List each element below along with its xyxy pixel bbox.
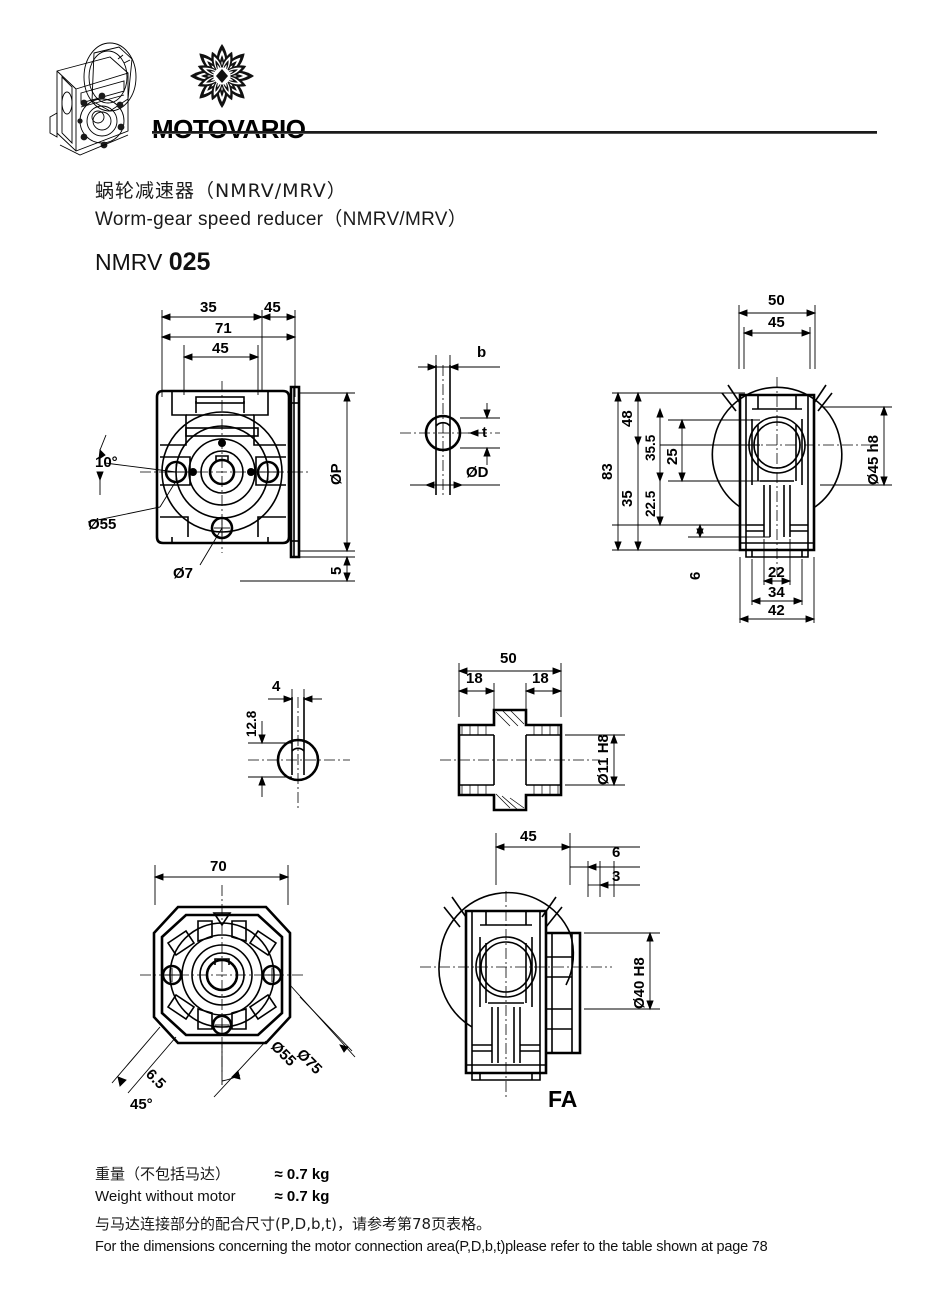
- dim-side-dia-45-h8: Ø45 h8: [865, 435, 882, 485]
- dim-flange-dia-75: Ø75: [293, 1046, 325, 1078]
- model-number: 025: [168, 248, 211, 276]
- shaft-end-detail-view: 4 12.8: [244, 678, 350, 810]
- dim-flange-6-5: 6.5: [142, 1066, 169, 1093]
- motovario-rosette-icon: [190, 44, 254, 108]
- dim-side-35-5: 35.5: [643, 434, 658, 461]
- dim-front-45-inner: 45: [212, 340, 229, 357]
- weight-value-cn: ≈ 0.7 kg: [274, 1166, 330, 1183]
- dim-front-dia-7: Ø7: [173, 565, 193, 582]
- page-footer: 重量（不包括马达） ≈ 0.7 kg Weight without motor …: [95, 1163, 895, 1263]
- connection-note-cn: 与马达连接部分的配合尺寸(P,D,b,t)，请参考第78页表格。: [95, 1215, 492, 1233]
- dim-flange-70: 70: [210, 858, 227, 875]
- header-rule: [152, 131, 877, 134]
- model-prefix: NMRV: [95, 249, 163, 275]
- hollow-shaft-section-view: 50 18 18: [440, 650, 625, 812]
- dim-side-22: 22: [768, 564, 785, 581]
- model-heading: NMRV 025: [95, 248, 210, 277]
- dim-fa-3: 3: [612, 868, 620, 885]
- dim-side-50: 50: [768, 292, 785, 309]
- dim-side-34: 34: [768, 584, 785, 601]
- note-row-en: For the dimensions concerning the motor …: [95, 1238, 895, 1263]
- dim-front-71: 71: [215, 320, 232, 337]
- dim-keyway-t: t: [482, 424, 487, 441]
- page-title-en: Worm-gear speed reducer（NMRV/MRV）: [95, 209, 468, 230]
- dim-fa-6: 6: [612, 844, 620, 861]
- note-row-cn: 与马达连接部分的配合尺寸(P,D,b,t)，请参考第78页表格。: [95, 1213, 895, 1238]
- dim-front-dia-55: Ø55: [88, 516, 116, 533]
- dim-hollow-18-a: 18: [466, 670, 483, 687]
- front-view: 35 45 71 45: [87, 299, 355, 583]
- dim-front-angle-10: 10°: [95, 454, 118, 471]
- fa-variant-view: 45 6 3: [420, 828, 660, 1112]
- dim-flange-45deg: 45°: [130, 1096, 153, 1113]
- product-photo: [49, 42, 137, 156]
- dim-keyway-b: b: [477, 344, 486, 361]
- flange-face-view: 70: [111, 858, 356, 1113]
- dim-front-45-top: 45: [264, 299, 281, 316]
- dim-hollow-50: 50: [500, 650, 517, 667]
- dim-side-45: 45: [768, 314, 785, 331]
- brand-logo: MOTOVARIO: [152, 40, 492, 142]
- drawing-area: 35 45 71 45: [0, 285, 950, 1140]
- dim-front-35: 35: [200, 299, 217, 316]
- page-title-cn: 蜗轮减速器（NMRV/MRV）: [95, 180, 347, 202]
- dim-side-48: 48: [619, 410, 636, 427]
- dim-shaft-4: 4: [272, 678, 281, 695]
- dim-hollow-18-b: 18: [532, 670, 549, 687]
- dim-front-dia-P: ØP: [328, 463, 345, 485]
- side-section-view: 50 45: [599, 292, 892, 623]
- dim-fa-dia-40-H8: Ø40 H8: [631, 957, 648, 1009]
- dim-side-6: 6: [687, 572, 704, 580]
- dim-side-42: 42: [768, 602, 785, 619]
- keyway-detail-view: b t ØD: [400, 344, 500, 495]
- dim-side-22-5: 22.5: [643, 490, 658, 517]
- weight-row-cn: 重量（不包括马达） ≈ 0.7 kg: [95, 1163, 895, 1188]
- dim-flange-dia-55: Ø55: [267, 1038, 299, 1070]
- dim-hollow-dia-11-H8: Ø11 H8: [595, 734, 612, 785]
- weight-label-en: Weight without motor: [95, 1188, 236, 1205]
- weight-label-cn: 重量（不包括马达）: [95, 1165, 231, 1183]
- page-header: MOTOVARIO: [0, 0, 950, 156]
- connection-note-en: For the dimensions concerning the motor …: [95, 1239, 768, 1255]
- dim-side-83: 83: [599, 463, 616, 480]
- fa-label: FA: [548, 1086, 577, 1112]
- dim-fa-45: 45: [520, 828, 537, 845]
- dim-front-5: 5: [328, 567, 345, 575]
- dim-side-25: 25: [664, 448, 681, 465]
- dim-keyway-dia-D: ØD: [466, 464, 489, 481]
- weight-row-en: Weight without motor ≈ 0.7 kg: [95, 1188, 895, 1213]
- dim-shaft-12-8: 12.8: [244, 710, 259, 737]
- weight-value-en: ≈ 0.7 kg: [274, 1188, 330, 1205]
- dim-side-35: 35: [619, 490, 636, 507]
- brand-name: MOTOVARIO: [152, 114, 306, 144]
